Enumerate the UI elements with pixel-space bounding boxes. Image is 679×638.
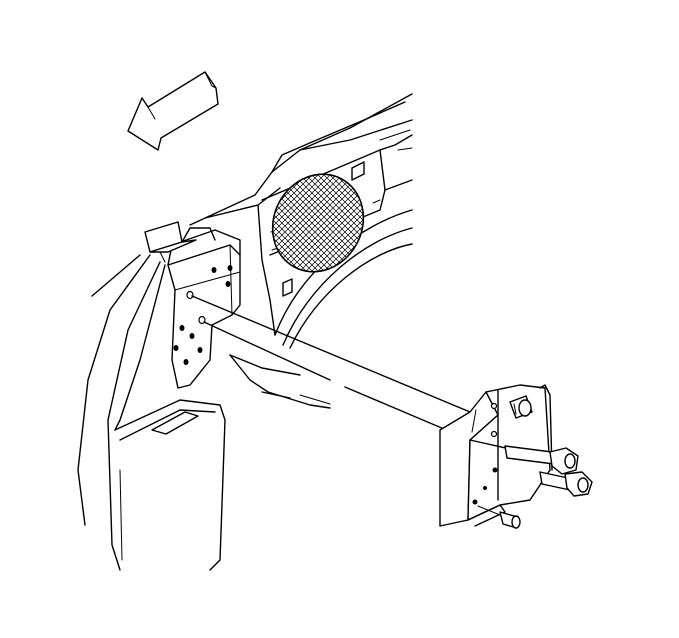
mesh-line: [345, 158, 381, 288]
mesh-line: [351, 158, 381, 288]
mesh-line: [255, 158, 381, 288]
direction-arrow-icon: [127, 71, 219, 151]
pin: [477, 505, 521, 529]
bolt-middle: [469, 439, 579, 475]
bolt-lower: [539, 471, 593, 497]
pillar-holes: [173, 265, 233, 365]
body-structure: [77, 93, 413, 571]
mesh-line: [345, 158, 381, 288]
mesh-line: [351, 158, 381, 288]
bolt-top: [509, 395, 533, 419]
alignment-lines: [191, 295, 471, 441]
mesh-line: [255, 158, 381, 288]
